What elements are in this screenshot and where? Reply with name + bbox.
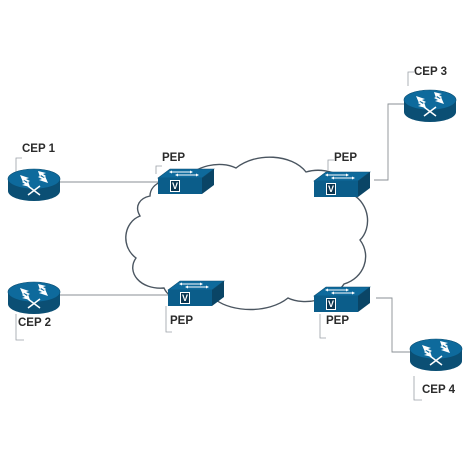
pep3-badge: V — [328, 184, 334, 194]
pep2-badge: V — [182, 293, 188, 303]
pep1-switch-icon[interactable] — [157, 168, 215, 195]
leader-pep3 — [327, 159, 334, 170]
network-cloud-icon — [125, 156, 369, 311]
leader-pep4 — [319, 314, 326, 339]
link-cep3-pep3 — [374, 103, 404, 181]
pep2-label: PEP — [170, 315, 194, 327]
pep4-badge: V — [328, 299, 334, 309]
cep2-router-icon[interactable] — [7, 281, 61, 315]
pep1-badge: V — [172, 181, 178, 191]
cep2-label: CEP 2 — [18, 317, 52, 329]
leader-cep2 — [15, 314, 24, 341]
leader-cep4 — [413, 376, 422, 401]
leader-cep3 — [407, 71, 414, 86]
cep4-label: CEP 4 — [422, 384, 456, 396]
pep4-switch-icon[interactable] — [313, 286, 371, 313]
cep1-router-icon[interactable] — [7, 168, 61, 202]
link-cep4-pep4 — [376, 297, 410, 353]
cep1-label: CEP 1 — [22, 143, 56, 155]
pep3-label: PEP — [334, 152, 358, 164]
pep3-switch-icon[interactable] — [313, 171, 371, 198]
pep4-label: PEP — [326, 315, 350, 327]
pep2-switch-icon[interactable] — [167, 280, 225, 307]
leader-pep1 — [155, 165, 162, 174]
cep3-router-icon[interactable] — [403, 89, 457, 123]
cep3-label: CEP 3 — [414, 66, 448, 78]
leader-pep2 — [165, 306, 172, 333]
pep1-label: PEP — [162, 152, 186, 164]
leader-cep1 — [15, 157, 22, 172]
cep4-router-icon[interactable] — [409, 338, 463, 372]
